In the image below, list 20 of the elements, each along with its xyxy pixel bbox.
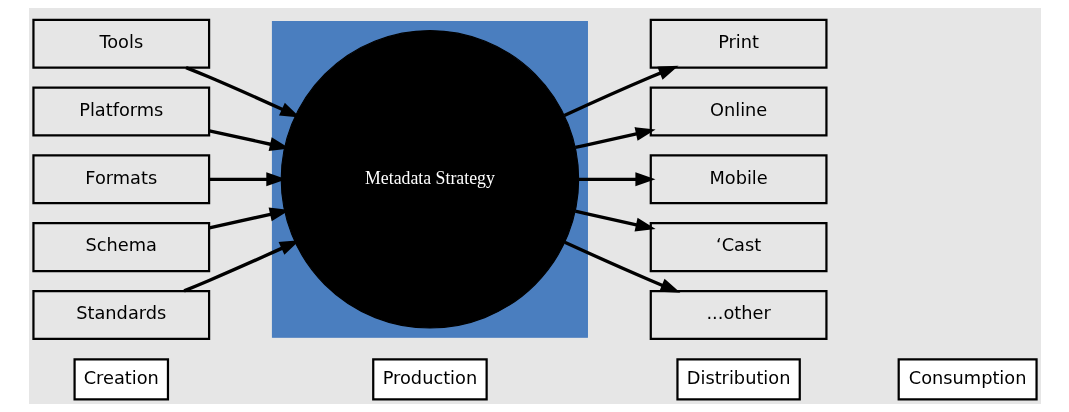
arrow — [563, 240, 680, 293]
node-box: Consumption — [897, 358, 1038, 401]
node-box: Tools — [31, 18, 210, 69]
arrow — [574, 127, 656, 150]
node-box: Schema — [31, 222, 210, 273]
node-box: Standards — [31, 289, 210, 340]
node-box: Formats — [31, 154, 210, 205]
node-box: Platforms — [31, 86, 210, 137]
node-box: Online — [649, 86, 828, 137]
node-box: Distribution — [675, 358, 801, 401]
arrow — [184, 66, 300, 118]
arrow — [578, 172, 655, 187]
node-box: ‘Cast — [649, 222, 828, 273]
node-box: Production — [371, 358, 488, 401]
node-box: ...other — [649, 289, 828, 340]
node-box: Mobile — [649, 154, 828, 205]
arrow — [574, 209, 656, 232]
node-box: Creation — [72, 358, 169, 401]
arrow — [563, 65, 679, 117]
node-box: Print — [649, 18, 828, 69]
